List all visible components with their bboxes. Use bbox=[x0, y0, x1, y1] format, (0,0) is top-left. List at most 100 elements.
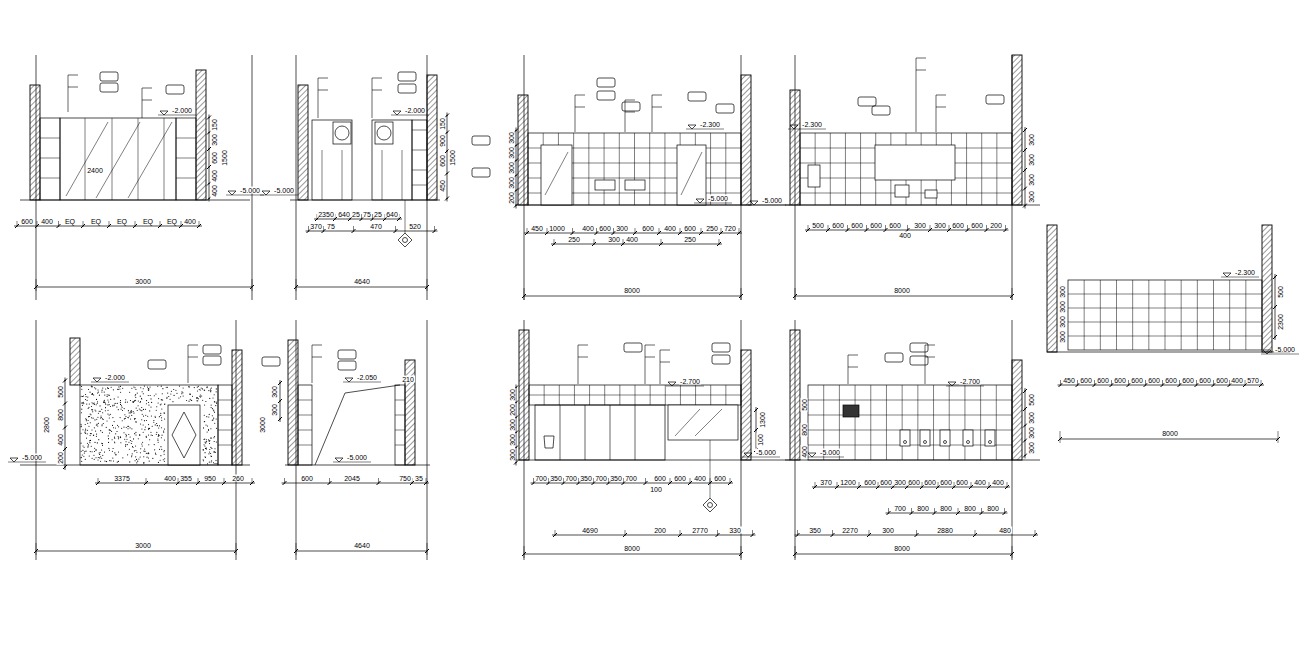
stone-speckle bbox=[141, 419, 142, 420]
stone-speckle bbox=[100, 430, 101, 431]
stone-speckle bbox=[190, 399, 191, 400]
stone-speckle bbox=[137, 410, 138, 411]
stone-speckle bbox=[102, 390, 103, 391]
stone-speckle bbox=[126, 441, 127, 442]
stone-speckle bbox=[98, 423, 99, 424]
cubicle-partition bbox=[610, 405, 611, 460]
dimension-label: 900 bbox=[439, 134, 446, 148]
wall-section bbox=[1262, 225, 1272, 352]
callout-tag bbox=[100, 83, 118, 92]
stone-speckle bbox=[84, 451, 85, 452]
stone-speckle bbox=[110, 460, 111, 461]
stone-speckle bbox=[82, 396, 83, 397]
dimension-tick bbox=[522, 552, 526, 556]
stone-speckle bbox=[133, 411, 134, 412]
stone-speckle bbox=[162, 388, 163, 389]
dimension-label: -5.000 bbox=[346, 454, 368, 461]
stone-finish bbox=[80, 385, 218, 465]
tile-joint bbox=[980, 385, 981, 460]
stone-speckle bbox=[121, 405, 122, 406]
stone-speckle bbox=[95, 410, 96, 411]
extension-line bbox=[36, 279, 37, 291]
dimension-tick bbox=[717, 242, 721, 246]
stone-speckle bbox=[147, 387, 148, 388]
dimension-label: 600 bbox=[831, 222, 845, 229]
stone-speckle bbox=[161, 408, 162, 409]
stone-speckle bbox=[214, 423, 215, 424]
tile-joint bbox=[218, 415, 232, 416]
dimension-label: 800 bbox=[801, 423, 808, 437]
glass-reflection bbox=[128, 122, 172, 198]
dimension-label: 400 bbox=[693, 475, 707, 482]
stone-speckle bbox=[152, 426, 153, 427]
stone-speckle bbox=[88, 444, 89, 445]
dimension-label: 1500 bbox=[221, 149, 228, 167]
stone-speckle bbox=[85, 396, 86, 397]
stone-speckle bbox=[155, 454, 156, 455]
level-marker bbox=[948, 382, 956, 386]
stone-speckle bbox=[212, 420, 213, 421]
dimension-tick bbox=[433, 229, 437, 233]
callout-tag bbox=[688, 92, 706, 101]
stone-speckle bbox=[211, 407, 212, 408]
stone-speckle bbox=[127, 444, 128, 445]
dimension-label: 75 bbox=[362, 211, 372, 218]
dimension-line bbox=[524, 233, 742, 234]
stone-speckle bbox=[204, 390, 205, 391]
glass-reflection bbox=[96, 122, 140, 198]
linework-group bbox=[8, 55, 1299, 560]
dimension-tick bbox=[1023, 187, 1027, 191]
stone-speckle bbox=[189, 394, 190, 395]
stone-speckle bbox=[101, 425, 102, 426]
tile-grid bbox=[1068, 280, 1262, 350]
stone-speckle bbox=[102, 443, 103, 444]
stone-speckle bbox=[157, 440, 158, 441]
stone-speckle bbox=[96, 425, 97, 426]
stone-speckle bbox=[213, 437, 214, 438]
stone-speckle bbox=[94, 404, 95, 405]
dimension-tick bbox=[1144, 383, 1148, 387]
glass-reflection bbox=[66, 122, 108, 196]
dimension-tick bbox=[708, 481, 712, 485]
stone-speckle bbox=[139, 435, 140, 436]
leader-line bbox=[652, 95, 653, 132]
dimension-tick bbox=[716, 533, 720, 537]
stone-speckle bbox=[91, 406, 92, 407]
leader-line bbox=[645, 345, 646, 384]
stone-speckle bbox=[131, 415, 132, 416]
level-marker bbox=[696, 199, 704, 203]
stone-speckle bbox=[131, 455, 132, 456]
dimension-tick bbox=[884, 228, 888, 232]
door-panel bbox=[372, 120, 412, 200]
dimension-label: 350 bbox=[808, 527, 822, 534]
stone-speckle bbox=[88, 420, 89, 421]
stone-speckle bbox=[194, 387, 195, 388]
dimension-label: 600 bbox=[1079, 377, 1093, 384]
dimension-tick bbox=[905, 485, 909, 489]
stone-speckle bbox=[94, 442, 95, 443]
stone-speckle bbox=[114, 438, 115, 439]
stone-speckle bbox=[140, 448, 141, 449]
dimension-label: 300 bbox=[1028, 190, 1035, 204]
stone-speckle bbox=[144, 462, 145, 463]
dimension-label: 2400 bbox=[86, 167, 104, 174]
dimension-label: EQ bbox=[166, 218, 178, 225]
tile-joint bbox=[855, 385, 856, 460]
stone-speckle bbox=[81, 409, 82, 410]
stone-speckle bbox=[117, 462, 118, 463]
stone-speckle bbox=[81, 457, 82, 458]
stone-speckle bbox=[208, 430, 209, 431]
stone-speckle bbox=[214, 463, 215, 464]
stone-speckle bbox=[176, 393, 177, 394]
callout-tag bbox=[203, 345, 221, 354]
tile-joint bbox=[298, 445, 312, 446]
dimension-tick bbox=[34, 549, 38, 553]
wall-section bbox=[70, 338, 80, 385]
dimension-label: 400 bbox=[183, 218, 197, 225]
stone-speckle bbox=[166, 387, 167, 388]
stone-speckle bbox=[82, 450, 83, 451]
ornament-panel bbox=[375, 122, 393, 144]
stone-speckle bbox=[85, 424, 86, 425]
stone-speckle bbox=[216, 418, 217, 419]
